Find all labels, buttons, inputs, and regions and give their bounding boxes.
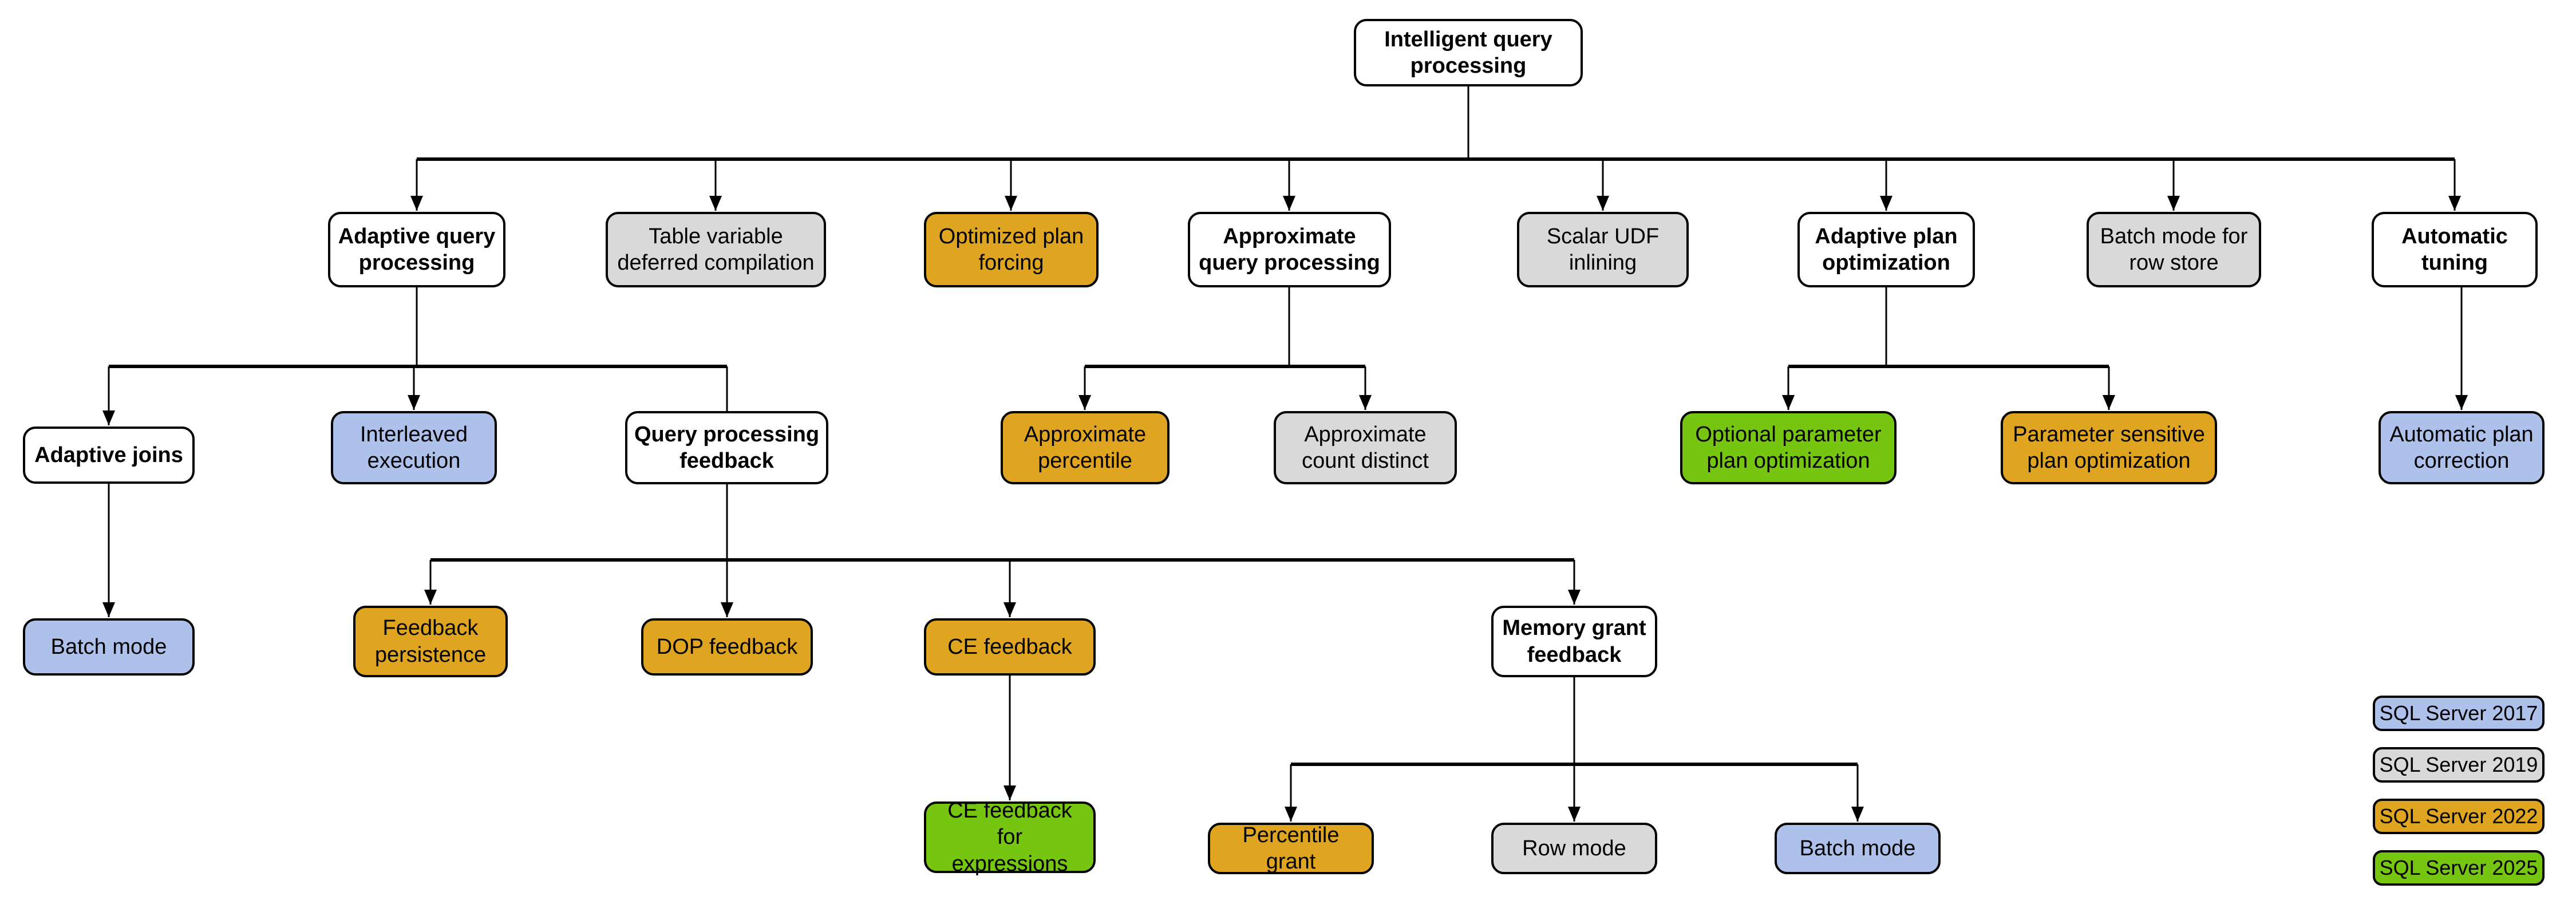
legend-item-sql-server-2022: SQL Server 2022 (2373, 799, 2545, 834)
node-row-mode[interactable]: Row mode (1491, 823, 1657, 874)
node-interleaved-execution[interactable]: Interleaved execution (331, 411, 497, 484)
node-percentile-grant[interactable]: Percentile grant (1208, 823, 1374, 874)
node-batch-mode[interactable]: Batch mode (1775, 823, 1941, 874)
node-optimized-plan-forcing[interactable]: Optimized plan forcing (924, 212, 1099, 287)
node-adaptive-query-processing[interactable]: Adaptive query processing (328, 212, 505, 287)
node-optional-parameter-plan-optimization[interactable]: Optional parameter plan optimization (1680, 411, 1897, 484)
node-batch-mode[interactable]: Batch mode (23, 618, 195, 676)
node-automatic-tuning[interactable]: Automatic tuning (2372, 212, 2538, 287)
node-batch-mode-for-row-store[interactable]: Batch mode for row store (2087, 212, 2261, 287)
node-approximate-query-processing[interactable]: Approximate query processing (1188, 212, 1391, 287)
node-automatic-plan-correction[interactable]: Automatic plan correction (2379, 411, 2545, 484)
node-query-processing-feedback[interactable]: Query processing feedback (625, 411, 828, 484)
node-intelligent-query-processing[interactable]: Intelligent query processing (1354, 19, 1583, 86)
node-feedback-persistence[interactable]: Feedback persistence (353, 606, 508, 677)
node-parameter-sensitive-plan-optimization[interactable]: Parameter sensitive plan optimization (2001, 411, 2217, 484)
node-dop-feedback[interactable]: DOP feedback (641, 618, 813, 676)
node-approximate-percentile[interactable]: Approximate percentile (1001, 411, 1170, 484)
node-adaptive-plan-optimization[interactable]: Adaptive plan optimization (1797, 212, 1975, 287)
node-ce-feedback-for-expressions[interactable]: CE feedback for expressions (924, 799, 1096, 876)
legend-item-sql-server-2017: SQL Server 2017 (2373, 696, 2545, 731)
node-ce-feedback[interactable]: CE feedback (924, 618, 1096, 676)
legend-item-sql-server-2019: SQL Server 2019 (2373, 747, 2545, 783)
node-approximate-count-distinct[interactable]: Approximate count distinct (1274, 411, 1457, 484)
node-memory-grant-feedback[interactable]: Memory grant feedback (1491, 606, 1657, 677)
legend-item-sql-server-2025: SQL Server 2025 (2373, 850, 2545, 886)
node-adaptive-joins[interactable]: Adaptive joins (23, 427, 195, 484)
node-table-variable-deferred-compilation[interactable]: Table variable deferred compilation (606, 212, 826, 287)
node-scalar-udf-inlining[interactable]: Scalar UDF inlining (1517, 212, 1689, 287)
